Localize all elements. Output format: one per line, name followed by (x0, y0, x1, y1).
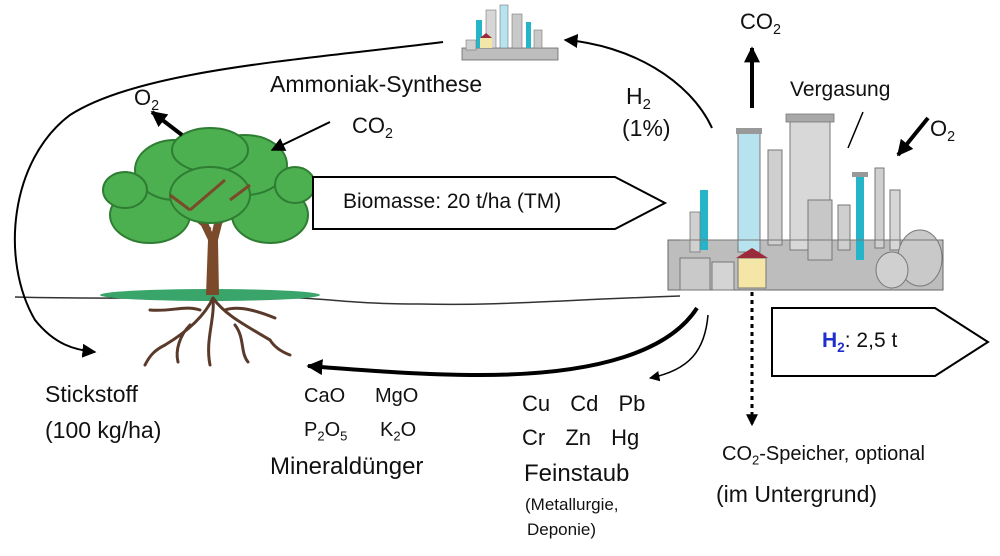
hydrogen-to-ammonia-arrow (563, 33, 713, 129)
co2-storage-label: CO2-Speicher, optional (722, 443, 925, 468)
gasification-plant-illustration (667, 113, 944, 291)
ammonia-plant-illustration (461, 4, 559, 61)
vergasung-pointer (847, 111, 864, 149)
oxygen-input-arrow (896, 116, 930, 157)
hydrogen-arrow-shape (771, 307, 990, 377)
ammonia-synthesis-label: Ammoniak-Synthese (270, 71, 483, 97)
biomass-label: Biomasse: 20 t/ha (TM) (343, 190, 562, 213)
mgo-label: MgO (375, 385, 419, 407)
hydrogen-output-label: H2: 2,5 t (822, 329, 898, 355)
ground (14, 289, 681, 306)
metals-row-1: Cu Cd Pb (522, 391, 646, 416)
biomass-arrow-shape (312, 176, 668, 230)
oxygen-release-arrow (150, 110, 184, 137)
underground-label: (im Untergrund) (716, 481, 878, 507)
co2-uptake-arrow (270, 121, 331, 151)
nitrogen-return-arrow (13, 41, 444, 358)
co2-tree-label: CO2 (352, 113, 393, 142)
cao-label: CaO (304, 385, 346, 407)
p2o5-label: P2O5 (304, 419, 348, 444)
metals-row-2: Cr Zn Hg (522, 425, 640, 450)
oxygen-right-label: O2 (930, 116, 956, 145)
co2-top-label: CO2 (740, 9, 781, 38)
hydrogen-small-label: H2 (626, 83, 651, 114)
hydrogen-percent-label: (1%) (622, 115, 671, 141)
oxygen-tree-label: O2 (134, 85, 160, 114)
nitrogen-label: Stickstoff (45, 381, 138, 407)
fine-dust-note-1: (Metallurgie, (525, 495, 619, 514)
gasification-label: Vergasung (790, 78, 891, 101)
fine-dust-note-2: Deponie) (527, 520, 596, 539)
fine-dust-arrow (648, 314, 709, 382)
fine-dust-label: Feinstaub (524, 460, 630, 487)
mineral-fertilizer-label: Mineraldünger (270, 453, 424, 480)
mineral-fertilizer-arrow (306, 306, 699, 378)
nitrogen-amount-label: (100 kg/ha) (45, 417, 162, 443)
k2o-label: K2O (380, 419, 417, 444)
tree-illustration (102, 127, 316, 367)
